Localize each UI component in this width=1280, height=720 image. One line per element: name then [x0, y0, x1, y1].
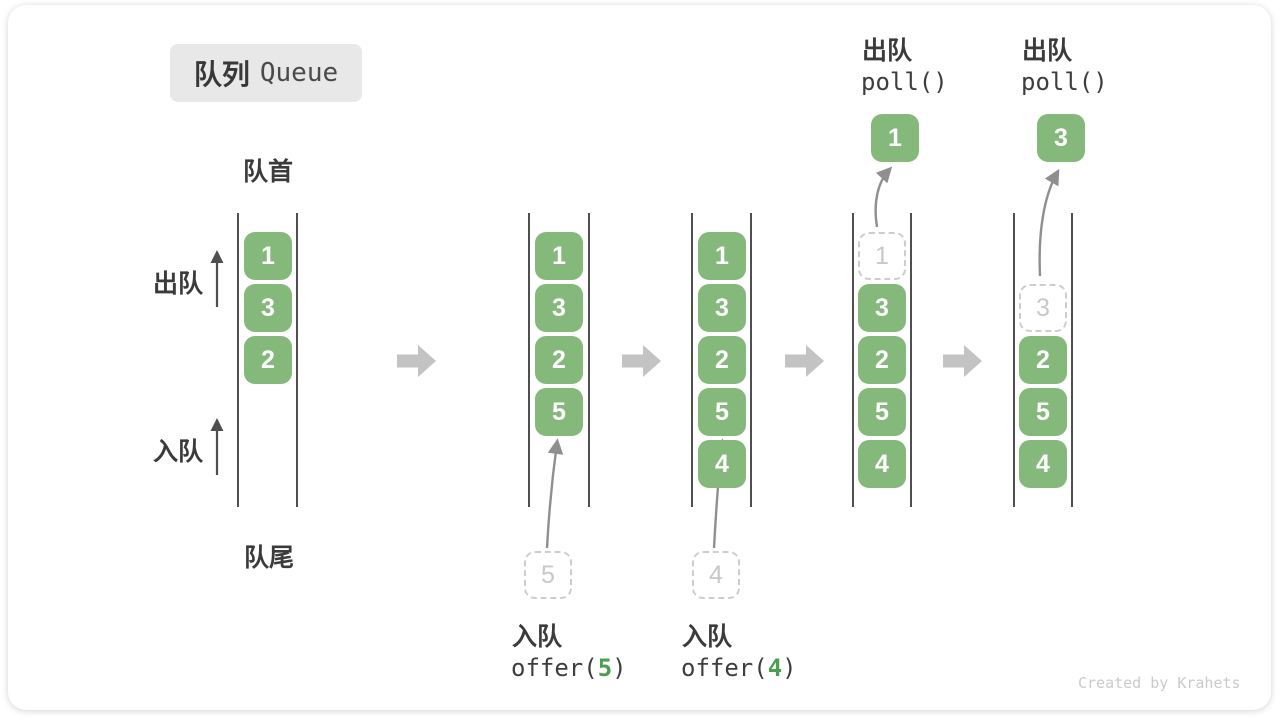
diagram-card: [8, 5, 1271, 710]
label-queue-rear: 队尾: [244, 544, 295, 572]
queue-item: 2: [858, 336, 906, 384]
queue-wall: [1013, 213, 1015, 507]
enqueue-op-label: 入队: [512, 623, 563, 651]
dequeue-op-label: 出队: [1022, 37, 1073, 65]
queue-item: 5: [858, 388, 906, 436]
enqueue-op-code: offer(5): [511, 654, 627, 682]
queue-item: 4: [698, 440, 746, 488]
queue-item: 3: [535, 284, 583, 332]
queue-wall: [910, 213, 912, 507]
dequeue-op-code: poll(): [1021, 68, 1108, 96]
queue-item: 2: [244, 336, 292, 384]
queue-wall: [588, 213, 590, 507]
queue-item-pending: 5: [524, 551, 572, 599]
code-suffix: ): [782, 654, 797, 682]
queue-item: 4: [858, 440, 906, 488]
queue-wall: [750, 213, 752, 507]
queue-item: 1: [698, 232, 746, 280]
code-prefix: offer(: [511, 654, 598, 682]
title-en: Queue: [259, 58, 339, 88]
queue-item: 4: [1019, 440, 1067, 488]
queue-item-removed: 3: [1019, 284, 1067, 332]
queue-item: 5: [535, 388, 583, 436]
queue-item: 2: [698, 336, 746, 384]
side-enqueue-label: 入队: [153, 438, 204, 466]
code-prefix: offer(: [681, 654, 768, 682]
title-zh: 队列: [193, 59, 250, 90]
title-badge: 队列 Queue: [170, 44, 362, 102]
code-arg: 5: [597, 654, 613, 682]
queue-wall: [528, 213, 530, 507]
queue-wall: [1071, 213, 1073, 507]
queue-item: 3: [858, 284, 906, 332]
queue-item: 1: [535, 232, 583, 280]
queue-wall: [691, 213, 693, 507]
queue-item: 3: [698, 284, 746, 332]
queue-item: 5: [1019, 388, 1067, 436]
queue-item: 1: [244, 232, 292, 280]
queue-wall: [852, 213, 854, 507]
side-dequeue-label: 出队: [153, 270, 204, 298]
code-suffix: ): [612, 654, 627, 682]
dequeue-op-label: 出队: [862, 37, 913, 65]
queue-item: 2: [535, 336, 583, 384]
queue-item: 3: [244, 284, 292, 332]
watermark: Created by Krahets: [1078, 674, 1241, 692]
enqueue-op-code: offer(4): [681, 654, 797, 682]
queue-item-pending: 4: [692, 551, 740, 599]
dequeue-op-code: poll(): [861, 68, 948, 96]
enqueue-op-label: 入队: [682, 623, 733, 651]
popped-item: 3: [1037, 114, 1085, 162]
popped-item: 1: [871, 114, 919, 162]
queue-item: 2: [1019, 336, 1067, 384]
label-queue-front: 队首: [243, 158, 294, 186]
queue-wall: [237, 213, 239, 507]
queue-wall: [296, 213, 298, 507]
queue-item-removed: 1: [858, 232, 906, 280]
queue-item: 5: [698, 388, 746, 436]
code-arg: 4: [767, 654, 783, 682]
